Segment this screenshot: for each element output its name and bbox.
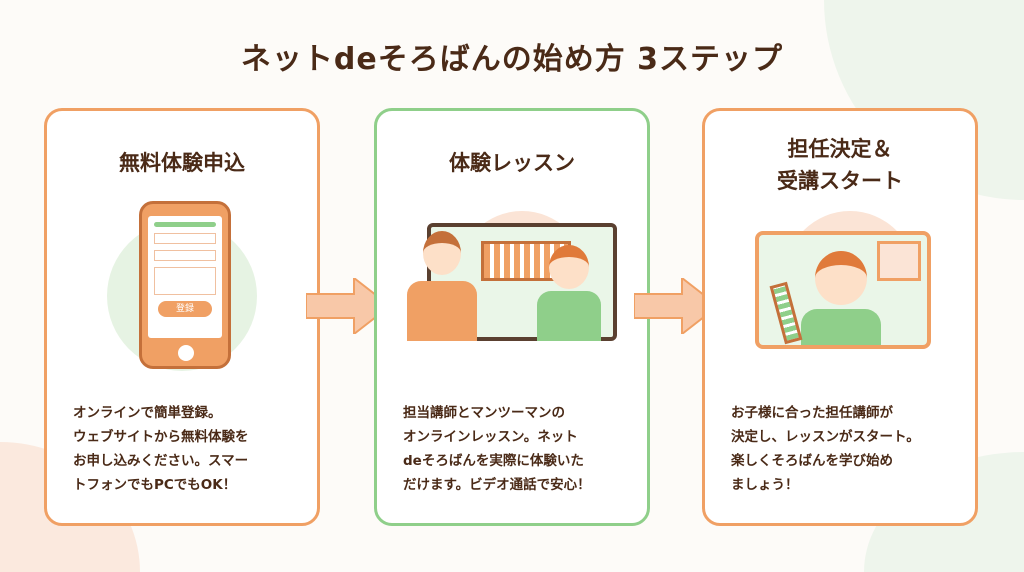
page-title: ネットdeそろばんの始め方 3ステップ: [240, 42, 784, 77]
step-title: 体験レッスン: [449, 151, 575, 175]
step-card-2: 体験レッスン 担当講師とマンツーマンの オンラインレッスン。ネット deそろばん…: [374, 108, 650, 526]
step-description: 担当講師とマンツーマンの オンラインレッスン。ネット deそろばんを実際に体験い…: [403, 405, 591, 493]
student-illustration: [725, 201, 955, 371]
step-title: 担任決定＆ 受講スタート: [777, 137, 903, 193]
step-description: オンラインで簡単登録。 ウェブサイトから無料体験を お申し込みください。スマー …: [73, 405, 249, 493]
arrow-right-icon: [634, 278, 718, 334]
phone-illustration: 登録: [67, 201, 297, 371]
teacher-female: [537, 245, 601, 341]
step-description: お子様に合った担任講師が 決定し、レッスンがスタート。 楽しくそろばんを学び始め…: [731, 405, 920, 493]
arrow-right-icon: [306, 278, 390, 334]
step-title: 無料体験申込: [119, 151, 245, 175]
register-button: 登録: [158, 301, 212, 317]
video-thumbnail: [877, 241, 921, 281]
phone-icon: 登録: [139, 201, 231, 369]
lesson-illustration: [397, 201, 627, 371]
teacher-male: [407, 231, 477, 341]
step-card-3: 担任決定＆ 受講スタート お子様に合った担任講師が 決定し、レッスンがスタート。…: [702, 108, 978, 526]
step-card-1: 無料体験申込 登録 オンラインで簡単登録。 ウェブサイトから無料体験を お申し込…: [44, 108, 320, 526]
student-child: [795, 251, 885, 345]
